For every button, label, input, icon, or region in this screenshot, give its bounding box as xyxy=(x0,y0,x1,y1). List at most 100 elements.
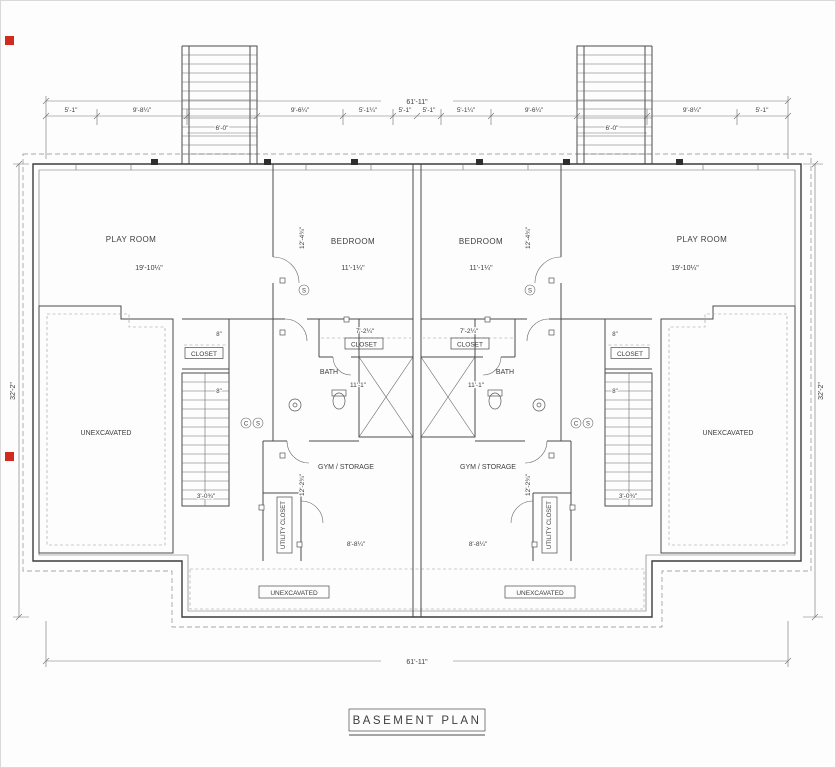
bedroom-width-dim: 11'-1¼" xyxy=(341,265,365,272)
overall-width-dim-bottom: 61'-11" xyxy=(406,659,428,666)
switch-letter: S xyxy=(586,422,590,428)
wall-offset-dim: 8" xyxy=(612,332,617,338)
wall-offset-dim: 8" xyxy=(216,332,221,338)
outlet-icon xyxy=(279,329,286,336)
bath-width-dim: 11'-1" xyxy=(468,382,485,389)
overall-depth-dim-left: 32'-2" xyxy=(10,382,17,400)
circuit-symbol-icon xyxy=(570,417,582,429)
outlet-icon xyxy=(258,504,265,511)
dimension-lines xyxy=(13,96,823,667)
room-label-unexcavated-bottom-left: UNEXCAVATED xyxy=(270,590,318,597)
lower-depth-dim: 12'-2¾" xyxy=(525,473,532,496)
room-label-closet: CLOSET xyxy=(351,342,377,349)
top-seg-dim: 9'-6¼" xyxy=(291,107,310,114)
closet-width-dim: 7'-2¼" xyxy=(460,328,479,335)
door-swings xyxy=(272,256,352,524)
room-label-gym-left: GYM / STORAGE xyxy=(318,464,374,471)
switch-symbol-icon xyxy=(582,417,594,429)
outlet-icon xyxy=(343,316,350,323)
vent-icon xyxy=(351,159,358,165)
switch-letter: S xyxy=(302,289,306,295)
overall-depth-dim-right: 32'-2" xyxy=(818,382,825,400)
room-label-bath-left: BATH xyxy=(320,369,338,376)
outlet-icon xyxy=(296,541,303,548)
red-marker-icon xyxy=(5,452,14,461)
switch-symbol-icon xyxy=(298,284,310,296)
room-label-gym-right: GYM / STORAGE xyxy=(460,464,516,471)
stair-width-dim-left: 6'-0" xyxy=(216,125,230,132)
bath-fixtures xyxy=(288,389,347,412)
understair-width-dim: 3'-0¾" xyxy=(197,493,216,500)
top-seg-dim: 5'-1" xyxy=(423,107,437,114)
room-label-utility-closet-right: UTILITY CLOSET xyxy=(547,501,553,549)
foundation-vents xyxy=(151,159,358,165)
vent-icon xyxy=(151,159,158,165)
left-unit-geometry xyxy=(38,45,414,561)
circuit-symbol-icon xyxy=(240,417,252,429)
room-label-bedroom-right: BEDROOM xyxy=(459,237,503,246)
room-label-closet: CLOSET xyxy=(191,351,217,358)
vent-icon xyxy=(264,159,271,165)
room-label-play-room-left: PLAY ROOM xyxy=(106,235,156,244)
room-label-closet: CLOSET xyxy=(457,342,483,349)
outlet-icon xyxy=(279,452,286,459)
circuit-letter: C xyxy=(244,422,249,428)
top-seg-dim: 5'-1" xyxy=(756,107,770,114)
lower-depth-dim: 12'-2¾" xyxy=(299,473,306,496)
room-label-unexcavated-bottom-right: UNEXCAVATED xyxy=(516,590,564,597)
upper-depth-dim: 12'-4¾" xyxy=(525,226,532,249)
interior-stair xyxy=(181,372,230,507)
outlet-symbols xyxy=(258,277,350,548)
upper-depth-dim: 12'-4¾" xyxy=(299,226,306,249)
bath-width-dim: 11'-1" xyxy=(350,382,367,389)
stair-width-dim-right: 6'-0" xyxy=(606,125,620,132)
chase-shaft xyxy=(358,356,414,438)
room-label-unexcavated-left: UNEXCAVATED xyxy=(81,430,132,437)
stair-treads xyxy=(182,54,257,155)
red-markers xyxy=(5,36,14,461)
party-wall xyxy=(412,164,422,617)
title-block: BASEMENT PLAN xyxy=(348,708,486,736)
toilet-tank-icon xyxy=(331,389,347,397)
floor-drain-icon xyxy=(288,398,302,412)
top-seg-dim: 9'-6¼" xyxy=(525,107,544,114)
outer-walls xyxy=(32,163,802,618)
toilet-icon xyxy=(332,392,346,410)
footing-dashed-outline xyxy=(22,153,812,628)
window-ticks xyxy=(75,164,372,170)
understair-width-dim: 3'-0¾" xyxy=(619,493,638,500)
red-marker-icon xyxy=(5,36,14,45)
overall-width-dim-top: 61'-11" xyxy=(406,99,428,106)
label-boxes xyxy=(184,337,650,599)
page-title: BASEMENT PLAN xyxy=(353,715,482,727)
room-label-bath-right: BATH xyxy=(496,369,514,376)
room-label-bedroom-left: BEDROOM xyxy=(331,237,375,246)
closet-width-dim: 7'-2¼" xyxy=(356,328,375,335)
top-seg-dim: 5'-1¼" xyxy=(359,107,378,114)
right-unit-geometry xyxy=(420,45,796,562)
wall-offset-dim: 8" xyxy=(612,389,617,395)
unexcavated-area xyxy=(38,305,174,554)
top-seg-dim: 5'-1" xyxy=(399,107,413,114)
wall-offset-dim: 8" xyxy=(216,389,221,395)
playroom-width-dim: 19'-10¼" xyxy=(135,265,163,272)
circuit-letter: C xyxy=(574,422,579,428)
room-label-utility-closet-left: UTILITY CLOSET xyxy=(281,501,287,549)
room-label-closet: CLOSET xyxy=(617,351,643,358)
dimension-ticks xyxy=(15,97,819,665)
top-seg-dim: 9'-8¼" xyxy=(683,107,702,114)
switch-symbol-icon xyxy=(252,417,264,429)
switch-letter: S xyxy=(256,422,260,428)
room-label-play-room-right: PLAY ROOM xyxy=(677,235,727,244)
circled-symbols xyxy=(240,284,594,429)
top-seg-dim: 5'-1¼" xyxy=(457,107,476,114)
gym-width-dim: 8'-8¼" xyxy=(347,541,366,548)
switch-letter: S xyxy=(528,289,532,295)
top-seg-dim: 5'-1" xyxy=(65,107,79,114)
switch-symbol-icon xyxy=(524,284,536,296)
labels: 61'-11" 61'-11" 32'-2" 32'-2" 5'-1" 9'-8… xyxy=(9,98,827,668)
interior-walls xyxy=(182,164,413,561)
exterior-stair xyxy=(181,45,258,164)
